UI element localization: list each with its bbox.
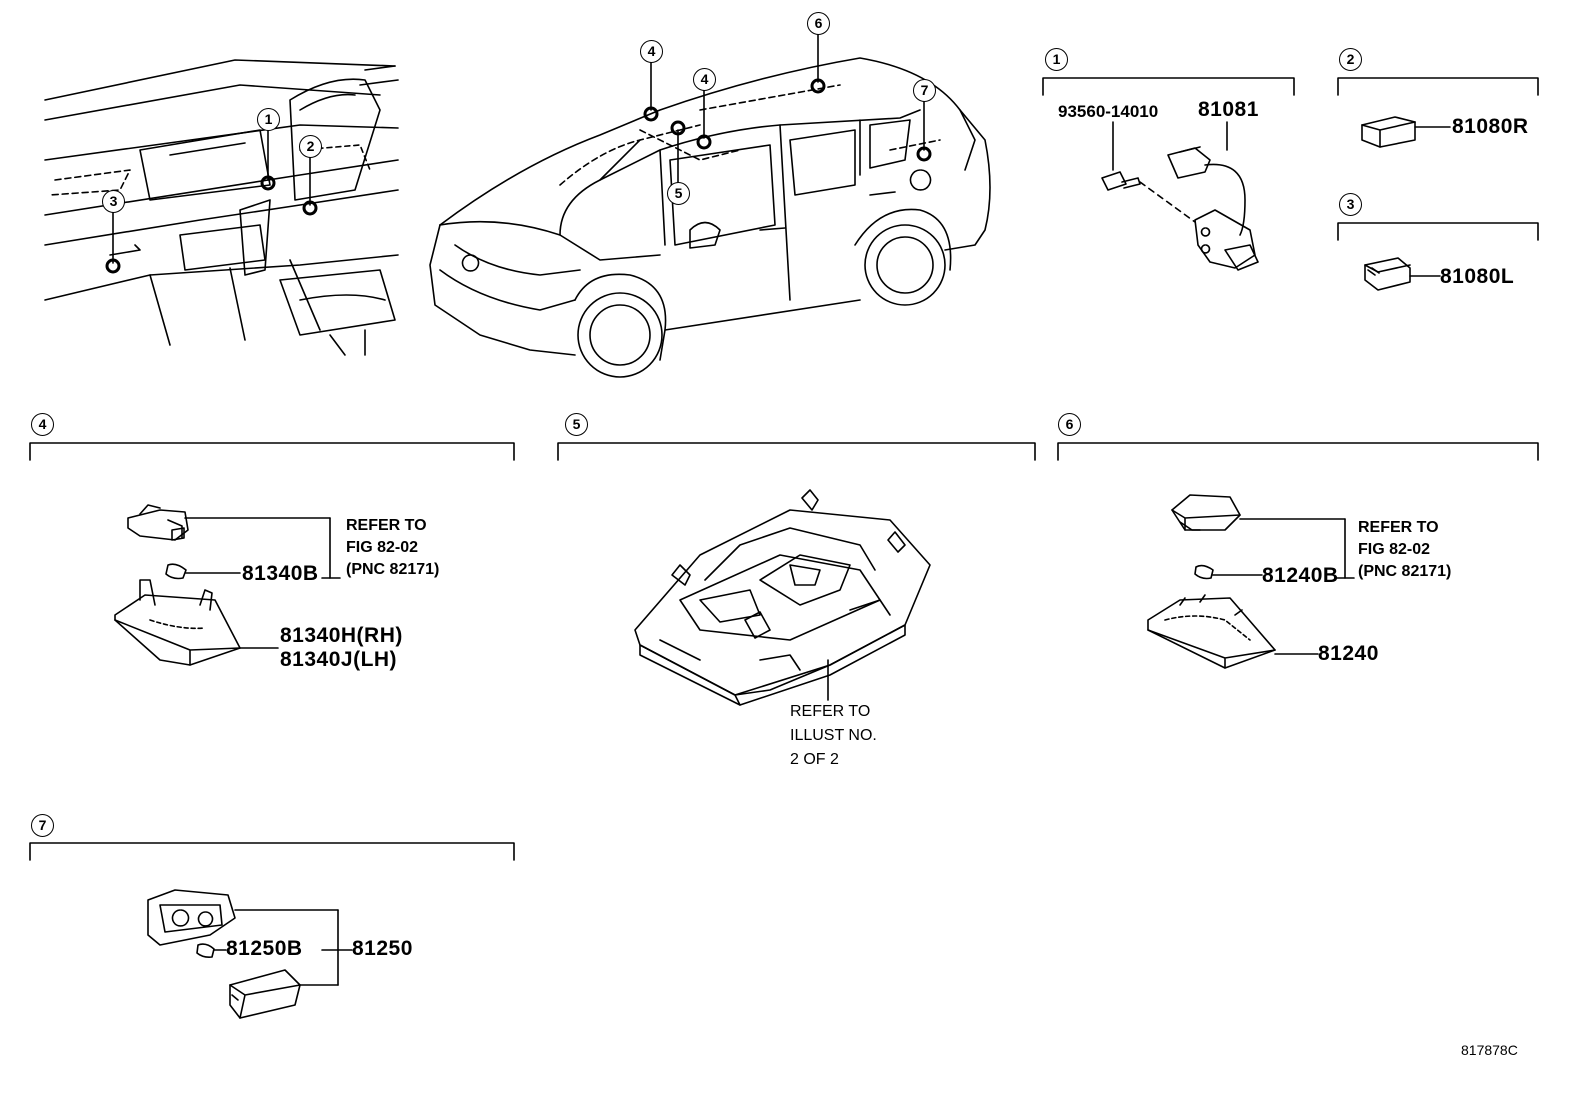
part-label-81340B: 81340B xyxy=(242,562,319,585)
part-label-81250B: 81250B xyxy=(226,937,303,960)
reference-note-section-4: REFER TO FIG 82-02 (PNC 82171) xyxy=(346,515,439,581)
reference-line: REFER TO xyxy=(346,517,427,534)
part-81340-lamp-assembly xyxy=(114,504,341,666)
part-label-81240B: 81240B xyxy=(1262,564,1339,587)
section-3-number: 3 xyxy=(1339,193,1362,216)
section-3-bracket xyxy=(1337,222,1539,241)
section-1-bracket xyxy=(1042,77,1295,96)
callout-2-dashboard: 2 xyxy=(299,135,322,158)
part-81250-lamp-assembly xyxy=(147,889,353,1019)
reference-note-section-6: REFER TO FIG 82-02 (PNC 82171) xyxy=(1358,517,1451,583)
part-label-81340J: 81340J(LH) xyxy=(280,648,398,671)
part-81080R-switch xyxy=(1361,116,1451,148)
dashboard-interior-view xyxy=(44,59,399,356)
reference-line: (PNC 82171) xyxy=(346,561,440,578)
reference-note-section-5: REFER TO ILLUST NO. 2 OF 2 xyxy=(790,700,877,772)
part-overhead-console xyxy=(634,489,931,706)
section-5-number: 5 xyxy=(565,413,588,436)
callout-1-dashboard: 1 xyxy=(257,108,280,131)
vehicle-overview-view xyxy=(429,57,991,378)
reference-line: ILLUST NO. xyxy=(790,727,877,744)
callout-4-car-right: 4 xyxy=(693,68,716,91)
section-2-bracket xyxy=(1337,77,1539,96)
part-81081-cable-assembly xyxy=(1101,121,1259,271)
section-4-bracket xyxy=(29,442,515,461)
part-81240-lamp-assembly xyxy=(1147,494,1355,669)
callout-6-car: 6 xyxy=(807,12,830,35)
part-label-93560-14010: 93560-14010 xyxy=(1058,102,1159,121)
part-81080L-switch xyxy=(1364,257,1441,291)
reference-line: REFER TO xyxy=(790,703,871,720)
part-label-81250: 81250 xyxy=(352,937,413,960)
callout-5-car: 5 xyxy=(667,182,690,205)
part-label-81081: 81081 xyxy=(1198,98,1259,121)
part-label-81240: 81240 xyxy=(1318,642,1379,665)
part-label-81080R: 81080R xyxy=(1452,115,1529,138)
section-7-bracket xyxy=(29,842,515,861)
section-6-bracket xyxy=(1057,442,1539,461)
reference-line: (PNC 82171) xyxy=(1358,563,1452,580)
callout-3-dashboard: 3 xyxy=(102,190,125,213)
reference-line: FIG 82-02 xyxy=(346,539,419,556)
part-label-81340H: 81340H(RH) xyxy=(280,624,403,647)
reference-line: REFER TO xyxy=(1358,519,1439,536)
section-5-bracket xyxy=(557,442,1036,461)
section-2-number: 2 xyxy=(1339,48,1362,71)
part-label-81080L: 81080L xyxy=(1440,265,1515,288)
callout-7-car: 7 xyxy=(913,79,936,102)
section-7-number: 7 xyxy=(31,814,54,837)
callout-4-car-left: 4 xyxy=(640,40,663,63)
section-4-number: 4 xyxy=(31,413,54,436)
reference-line: FIG 82-02 xyxy=(1358,541,1431,558)
section-1-number: 1 xyxy=(1045,48,1068,71)
reference-line: 2 OF 2 xyxy=(790,751,839,768)
illustration-id: 817878C xyxy=(1461,1042,1518,1058)
section-6-number: 6 xyxy=(1058,413,1081,436)
